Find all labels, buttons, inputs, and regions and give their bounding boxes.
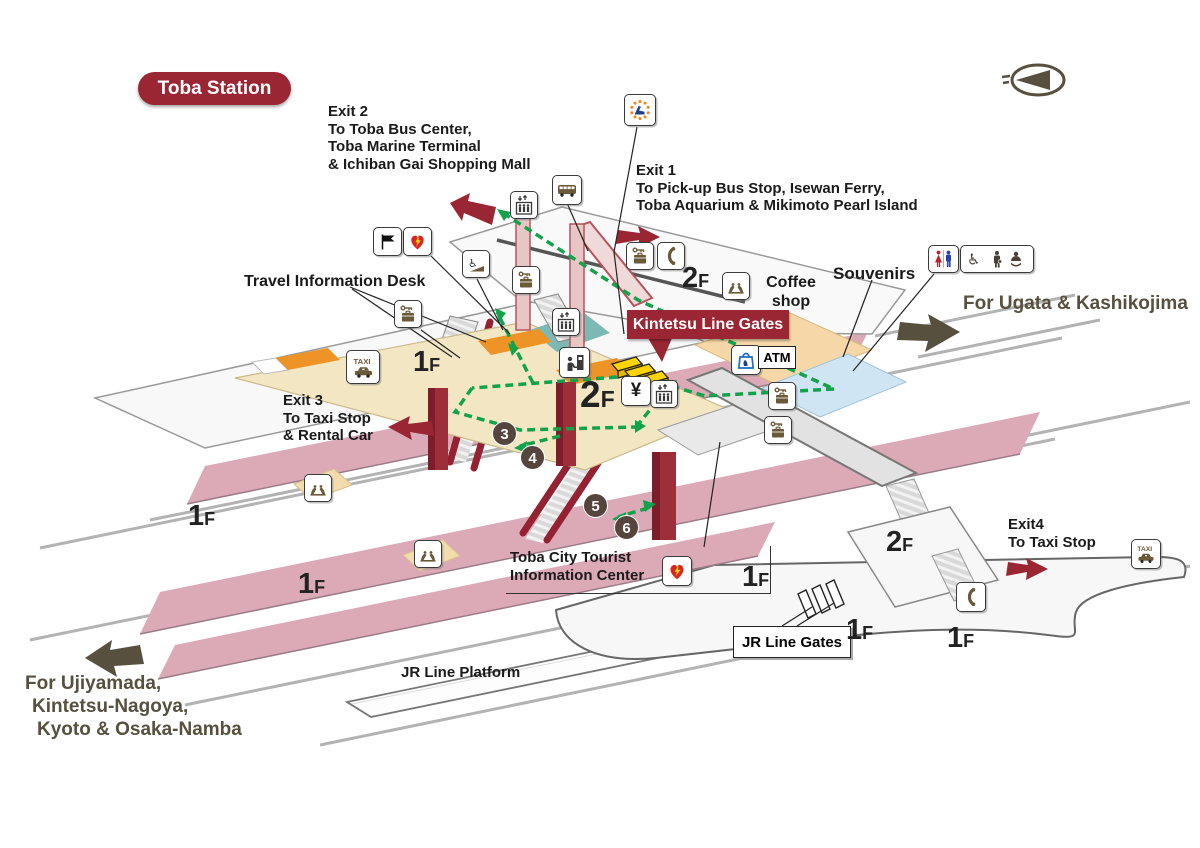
exit4-arrow [1006,558,1048,580]
drinking-fountain-icon [304,474,332,502]
floor-1f-platform1: 1F [188,500,216,532]
phone-icon [956,582,986,612]
station-title: Toba Station [138,72,291,105]
yen-icon: ¥ [621,376,651,406]
coin-locker-icon [394,300,422,328]
ticket-machine-icon [559,347,590,378]
accessible-restroom-icon: ♿ [960,245,1034,273]
bus-icon [552,175,582,205]
travel-desk-label: Travel Information Desk [244,273,426,290]
phone-icon [657,242,685,270]
taxi-icon: TAXI [346,350,380,384]
floor-1f-west: 1F [413,346,441,378]
floor-1f-jr-a: 1F [742,561,770,593]
elevator-icon [552,308,580,336]
premium-seat-icon [624,94,656,126]
exit1-label: Exit 1 To Pick-up Bus Stop, Isewan Ferry… [636,162,918,215]
floor-1f-jr-c: 1F [947,622,975,654]
flag-icon [373,227,402,256]
aed-icon [662,556,692,586]
exit4-plaza [555,555,1187,660]
coin-locker-icon [626,242,654,270]
souvenirs-label: Souvenirs [833,264,916,283]
svg-text:♿: ♿ [967,251,980,269]
exit4-label: Exit4 To Taxi Stop [1008,516,1096,551]
aed-icon [403,227,432,256]
exit2-label: Exit 2 To Toba Bus Center, Toba Marine T… [328,103,531,174]
floor-2f-concourse: 2F [580,374,615,415]
drinking-fountain-icon [414,540,442,568]
platform-number-5: 5 [583,493,608,518]
restroom-icon [928,245,959,273]
platform-number-6: 6 [614,515,639,540]
jr-gates-label: JR Line Gates [733,626,851,658]
atm-badge: ATM [758,346,796,369]
drinking-fountain-icon [722,272,750,300]
exit3-label: Exit 3 To Taxi Stop & Rental Car [283,392,374,445]
ugata-arrow [897,314,960,352]
ugata-direction-label: For Ugata & Kashikojima [963,293,1188,314]
elevator-icon [510,191,538,219]
svg-text:TAXI: TAXI [353,357,370,366]
ujiyamada-direction-label: For Ujiyamada, Kintetsu-Nagoya, Kyoto & … [25,673,242,741]
exit3-arrow [388,416,434,440]
tourist-info-label: Toba City Tourist Information Center [506,546,771,594]
jr-platform-label: JR Line Platform [401,664,521,681]
kintetsu-gates-label: Kintetsu Line Gates [627,310,789,339]
compass-icon [1001,63,1066,97]
jr-gate-machines [797,579,845,619]
svg-text:TAXI: TAXI [1137,546,1152,553]
svg-text:♿: ♿ [468,257,478,270]
coffee-shop-label: Coffee shop [766,274,816,310]
coin-locker-icon [768,382,796,410]
counter-orange-1 [478,329,552,355]
coin-locker-icon [512,266,540,294]
bubble-tail [648,338,672,362]
floor-2f-coffee: 2F [682,262,710,294]
exit2-arrow [450,193,496,225]
wheelchair-ramp-icon: ♿ [462,250,490,278]
floor-2f-landing: 2F [886,526,914,558]
shop-icon [731,345,761,375]
platform-band-2 [140,412,1040,634]
coin-locker-icon [764,416,792,444]
floor-1f-platform2: 1F [298,568,326,600]
ujiyamada-arrow [85,640,144,677]
taxi-icon: TAXI [1131,539,1161,569]
souvenir-area [760,353,908,418]
counter-orange-3 [276,348,340,370]
jr-overpass [685,366,919,488]
elevator-icon [650,380,678,408]
direction-arrows [85,314,960,677]
platform-number-4: 4 [520,445,545,470]
floor-1f-jr-b: 1F [846,614,874,646]
platform-number-3: 3 [492,421,517,446]
platform-band-3 [158,522,775,679]
